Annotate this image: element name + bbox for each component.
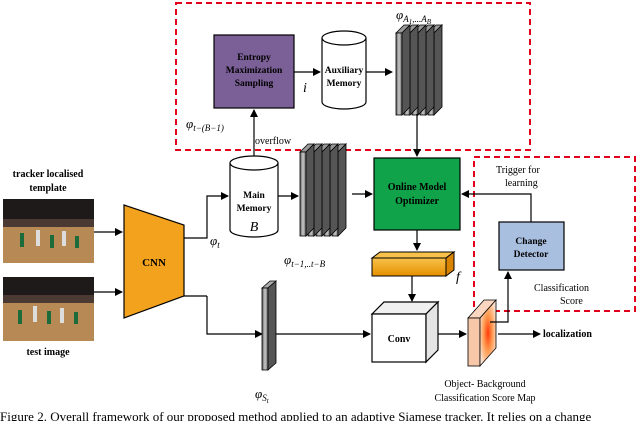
auxiliary-feature-stack	[395, 24, 443, 116]
aux-memory-label-line1: Auxiliary	[325, 66, 364, 76]
aux-feature-side-0	[401, 24, 411, 116]
phi-overflow-label: φt−(B−1)	[186, 116, 224, 133]
phi-t-label: φt	[210, 233, 220, 250]
aux-feature-side-4	[433, 24, 443, 116]
figure-caption: Figure 2. Overall framework of our propo…	[0, 409, 592, 421]
i-symbol: i	[303, 81, 307, 96]
optimizer-label-line1: Online Model	[388, 182, 447, 193]
change-detection-region-dashed-box	[473, 156, 636, 312]
arrow-trigger-to-optimizer	[461, 190, 532, 222]
mem-feature-side-4	[337, 143, 347, 237]
aux-feature-side-2	[417, 24, 427, 116]
overflow-label: overflow	[255, 136, 292, 147]
aux-feature-side-3	[425, 24, 435, 116]
trigger-label-line1: Trigger for	[496, 165, 540, 176]
score-map	[467, 298, 497, 368]
entropy-label-line1: Entropy	[237, 53, 271, 63]
f-filter-block	[370, 251, 456, 277]
memory-feature-stack	[299, 143, 347, 237]
mem-feature-slice-0	[299, 151, 307, 237]
change-detector-label-line1: Change	[515, 237, 546, 247]
main-memory-cylinder	[229, 155, 279, 238]
auxiliary-memory-cylinder	[321, 30, 367, 110]
aux-memory-label-line2: Memory	[327, 79, 362, 89]
mem-feature-side-0	[305, 143, 315, 237]
arrow-cnn-to-search-features	[206, 296, 263, 338]
test-image	[3, 277, 94, 341]
change-detector-box	[498, 221, 565, 271]
phi-range-label: φt−1,..t−B	[284, 252, 326, 269]
map-label-line1: Object- Background	[444, 379, 525, 390]
entropy-label-line3: Sampling	[235, 79, 274, 89]
conv-block	[370, 300, 440, 364]
f-symbol: f	[456, 270, 462, 285]
change-detector-label-line2: Detector	[514, 250, 550, 260]
trigger-label-line2: learning	[505, 178, 538, 189]
phi-A-label: φA1,...AB	[396, 7, 432, 26]
phi-s-label: φSt	[255, 386, 270, 405]
mem-feature-side-2	[321, 143, 331, 237]
conv-label: Conv	[388, 334, 411, 345]
mem-feature-side-1	[313, 143, 323, 237]
arrow-cnn-to-main-memory	[184, 192, 229, 239]
tracker-label-line1: tracker localised	[13, 169, 84, 180]
B-symbol: B	[250, 220, 259, 235]
cnn-label: CNN	[142, 257, 166, 269]
class-score-label-line2: Score	[560, 296, 583, 307]
main-memory-label-line2: Memory	[237, 204, 272, 214]
test-image-label: test image	[26, 347, 70, 358]
aux-feature-side-1	[409, 24, 419, 116]
class-score-label-line1: Classification	[534, 283, 589, 294]
entropy-label-line2: Maximization	[226, 66, 283, 76]
localization-label: localization	[543, 329, 592, 340]
arrow-map-to-change-detector	[490, 271, 512, 323]
map-label-line2: Classification Score Map	[434, 393, 535, 404]
aux-feature-slice-0	[395, 32, 403, 116]
main-memory-label-line1: Main	[243, 191, 265, 201]
tracker-template-image	[3, 199, 94, 263]
mem-feature-side-3	[329, 143, 339, 237]
search-feature-map	[260, 280, 278, 371]
online-model-optimizer-box	[373, 157, 461, 231]
optimizer-label-line2: Optimizer	[395, 196, 439, 207]
tracker-label-line2: template	[29, 183, 67, 194]
